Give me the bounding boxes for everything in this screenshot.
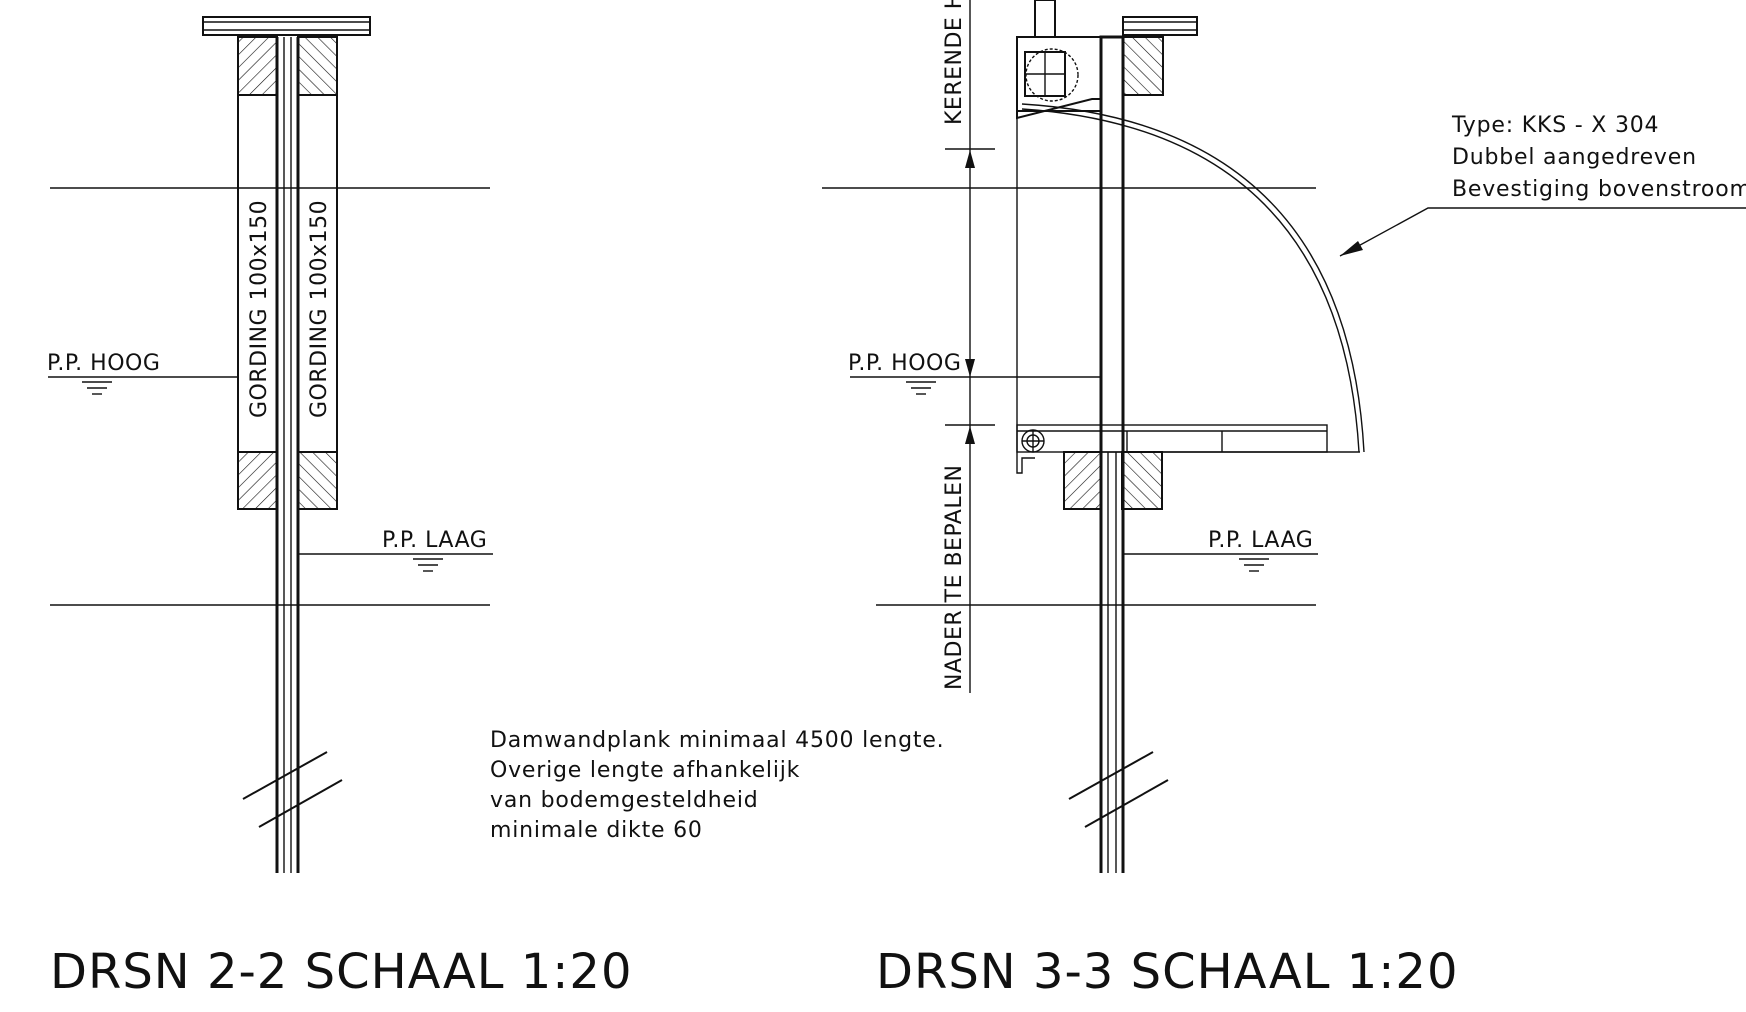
break-line-lower bbox=[258, 779, 343, 828]
break-line-lower-3-3 bbox=[1084, 779, 1169, 828]
title-section-2-2: DRSN 2-2 SCHAAL 1:20 bbox=[50, 944, 632, 1000]
waling-left-label: GORDING 100x150 bbox=[247, 200, 272, 418]
waling-upper-3-3 bbox=[1122, 36, 1164, 96]
water-level-low-label-3-3: P.P. LAAG bbox=[1208, 528, 1313, 553]
dimension-lower-label: NADER TE BEPALEN bbox=[942, 465, 967, 690]
waling-lower-left-3-3 bbox=[1063, 451, 1102, 510]
gate-housing bbox=[1016, 0, 1102, 120]
water-level-high-label: P.P. HOOG bbox=[47, 351, 160, 376]
cap-plate bbox=[202, 16, 371, 36]
waling-right-bottom-hatch bbox=[297, 451, 338, 510]
sheet-pile-2-2 bbox=[275, 37, 300, 873]
water-level-low-symbol bbox=[413, 558, 443, 572]
water-level-high-label-3-3: P.P. HOOG bbox=[848, 351, 961, 376]
cap-plate-3-3 bbox=[1122, 16, 1198, 36]
water-level-high-symbol-3-3 bbox=[906, 381, 936, 395]
water-level-low-symbol-3-3 bbox=[1239, 558, 1269, 572]
dimension-line bbox=[945, 0, 995, 693]
water-level-low-label: P.P. LAAG bbox=[382, 528, 487, 553]
segment-gate-arc bbox=[1016, 103, 1365, 453]
section-2-2: P.P. HOOG P.P. LAAG GORDING 100x150 GORD… bbox=[47, 16, 493, 873]
water-level-high-symbol bbox=[82, 381, 112, 395]
waling-lower-right-3-3 bbox=[1121, 451, 1163, 510]
sheet-pile-note: Damwandplank minimaal 4500 lengte. Overi… bbox=[490, 728, 944, 843]
gate-type-note: Type: KKS - X 304 Dubbel aangedreven Bev… bbox=[1339, 113, 1746, 257]
leader-arrowhead bbox=[1340, 241, 1363, 256]
section-3-3: KERENDE HO NADER TE BEPALEN P.P. HOOG P.… bbox=[822, 0, 1365, 873]
sheet-pile-3-3 bbox=[1099, 35, 1125, 873]
gate-note-line-3: Bevestiging bovenstrooms bbox=[1452, 177, 1746, 202]
note-line-4: minimale dikte 60 bbox=[490, 818, 703, 843]
note-line-3: van bodemgesteldheid bbox=[490, 788, 759, 813]
waling-right-top-hatch bbox=[297, 36, 338, 96]
waling-left-bottom-hatch bbox=[237, 451, 278, 510]
gate-bottom-beam bbox=[1016, 424, 1328, 474]
break-line-upper-3-3 bbox=[1068, 751, 1154, 800]
waling-right-label: GORDING 100x150 bbox=[307, 200, 332, 418]
note-line-2: Overige lengte afhankelijk bbox=[490, 758, 800, 783]
title-section-3-3: DRSN 3-3 SCHAAL 1:20 bbox=[876, 944, 1458, 1000]
note-line-1: Damwandplank minimaal 4500 lengte. bbox=[490, 728, 944, 753]
gate-note-line-2: Dubbel aangedreven bbox=[1452, 145, 1697, 170]
waling-left-top-hatch bbox=[237, 36, 278, 96]
dimension-upper-label: KERENDE HO bbox=[942, 0, 967, 125]
leader-line bbox=[1339, 207, 1746, 257]
gate-note-line-1: Type: KKS - X 304 bbox=[1451, 113, 1659, 138]
break-line-upper bbox=[242, 751, 328, 800]
